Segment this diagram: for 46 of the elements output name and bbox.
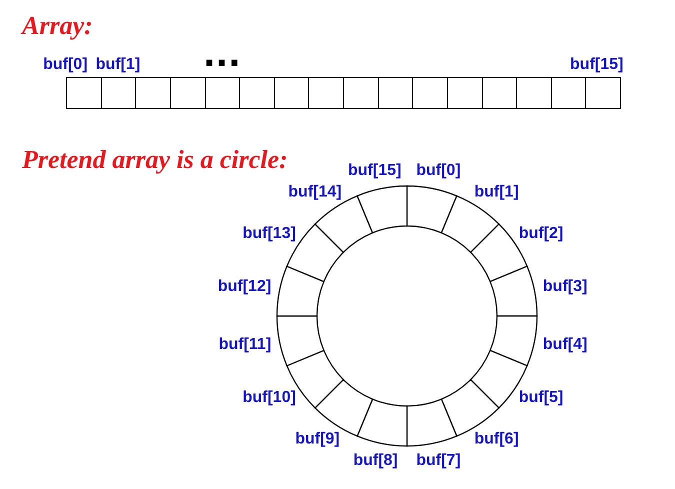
index-label: buf[10] (242, 389, 296, 408)
index-label: buf[8] (353, 452, 398, 470)
array-cell (482, 77, 518, 109)
index-label: buf[13] (242, 224, 296, 243)
array-cell (516, 77, 552, 109)
section-heading: Array: (22, 11, 93, 41)
ring-segment (356, 185, 408, 234)
index-label: buf[3] (542, 278, 588, 296)
ring-segment (490, 315, 538, 366)
ring-segment (276, 315, 324, 366)
index-label: buf[15] (570, 56, 624, 74)
index-label: buf[12] (218, 278, 272, 296)
array-cell (66, 77, 102, 109)
section-heading: Pretend array is a circle: (22, 145, 288, 175)
index-label: buf[5] (518, 389, 564, 408)
array-cell (550, 77, 586, 109)
ring-segment (406, 398, 458, 447)
index-label: buf[0] (416, 162, 461, 180)
ellipsis: ... (203, 38, 241, 71)
ring-segment (276, 266, 324, 317)
index-label: buf[9] (295, 430, 340, 448)
index-label: buf[2] (518, 224, 564, 243)
array-cell (446, 77, 482, 109)
index-label: buf[6] (474, 430, 519, 448)
array-cell (100, 77, 136, 109)
ring-segment (356, 398, 408, 447)
array-cell (585, 77, 621, 109)
index-label: buf[1] (474, 184, 519, 202)
array-cell (170, 77, 206, 109)
index-label: buf[15] (348, 162, 402, 180)
array-cell (274, 77, 310, 109)
array-cell (412, 77, 448, 109)
index-label: buf[7] (416, 452, 461, 470)
index-label: buf[4] (542, 336, 588, 354)
array-cell (239, 77, 275, 109)
index-label: buf[1] (96, 56, 140, 74)
array-cell (378, 77, 414, 109)
index-label: buf[11] (218, 336, 272, 354)
array-cell (135, 77, 171, 109)
array-cell (308, 77, 344, 109)
index-label: buf[14] (288, 184, 342, 202)
ring-segment (406, 185, 458, 234)
array-cell (343, 77, 379, 109)
ring-segment (490, 266, 538, 317)
index-label: buf[0] (43, 56, 88, 74)
array-cell (204, 77, 240, 109)
